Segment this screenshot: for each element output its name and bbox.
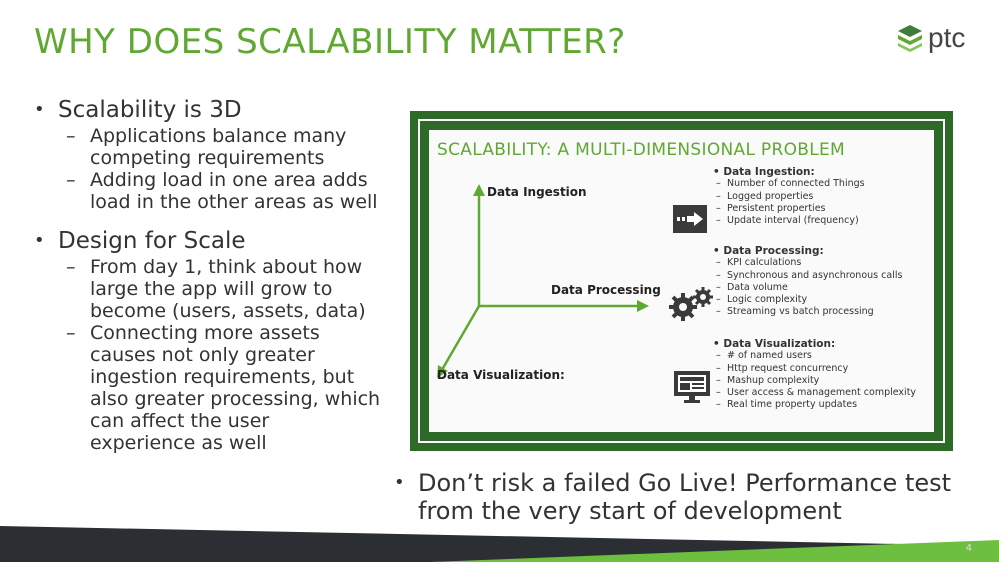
- sub-bullet-line: can affect the user: [90, 410, 270, 432]
- section-data-ingestion: • Data Ingestion: Number of connected Th…: [713, 166, 933, 228]
- section-item: Http request concurrency: [713, 363, 933, 376]
- monitor-icon: [674, 371, 710, 403]
- ptc-logo-icon: [898, 25, 922, 52]
- section-item: User access & management complexity: [713, 387, 933, 400]
- y-axis-arrowhead: [473, 184, 485, 196]
- z-axis-arrowhead: [437, 365, 448, 378]
- section-item: Synchronous and asynchronous calls: [713, 270, 933, 283]
- section-item: Logic complexity: [713, 294, 933, 307]
- axes-diagram: [437, 184, 649, 378]
- footer-band: [0, 526, 999, 562]
- scalability-figure: SCALABILITY: A MULTI-DIMENSIONAL PROBLEM…: [410, 111, 953, 451]
- sub-bullet-line: Connecting more assets: [90, 322, 320, 344]
- sub-bullet-line: Adding load in one area adds: [90, 169, 368, 191]
- section-item: Streaming vs batch processing: [713, 306, 933, 319]
- section-item: Logged properties: [713, 191, 933, 204]
- gears-icon: [669, 287, 713, 321]
- sub-bullet-line: large the app will grow to: [90, 278, 333, 300]
- figure-title: SCALABILITY: A MULTI-DIMENSIONAL PROBLEM: [437, 140, 846, 160]
- axis-label-visualization: Data Visualization:: [437, 368, 565, 382]
- section-item: # of named users: [713, 350, 933, 363]
- sub-bullet-line: Applications balance many: [90, 125, 347, 147]
- section-item: KPI calculations: [713, 257, 933, 270]
- arrow-right-icon: [673, 205, 707, 233]
- section-data-processing: • Data Processing: KPI calculations Sync…: [713, 245, 933, 319]
- sub-bullet-line: experience as well: [90, 432, 267, 454]
- bullet-text: Scalability is 3D: [58, 97, 242, 123]
- bullet-item: •Design for Scale: [34, 228, 246, 254]
- section-item: Number of connected Things: [713, 178, 933, 191]
- sub-bullet-line: load in the other areas as well: [90, 191, 378, 213]
- bottom-bullet-line: from the very start of development: [418, 497, 842, 525]
- sub-bullet-line: become (users, assets, data): [90, 300, 366, 322]
- x-axis-arrowhead: [637, 300, 649, 312]
- z-axis: [441, 305, 481, 369]
- logo-text: ptc: [928, 22, 966, 53]
- page-number: 4: [965, 543, 972, 554]
- bullet-item: •Scalability is 3D: [34, 97, 242, 123]
- bottom-bullet: • Don’t risk a failed Go Live! Performan…: [394, 469, 952, 525]
- sub-bullet-line: ingestion requirements, but: [90, 366, 355, 388]
- slide-title: WHY DOES SCALABILITY MATTER?: [34, 22, 626, 62]
- bottom-bullet-line: Don’t risk a failed Go Live! Performance…: [418, 469, 952, 497]
- footer-green-band: [430, 540, 999, 562]
- axis-label-ingestion: Data Ingestion: [487, 185, 587, 199]
- ptc-logo: ptc: [897, 24, 965, 52]
- sub-bullet-line: From day 1, think about how: [90, 256, 363, 278]
- section-heading: Data Ingestion:: [723, 166, 815, 178]
- section-heading: Data Processing:: [723, 245, 824, 257]
- section-item: Real time property updates: [713, 399, 933, 412]
- axis-label-processing: Data Processing: [551, 283, 661, 297]
- section-item: Persistent properties: [713, 203, 933, 216]
- bullet-text: Design for Scale: [58, 228, 246, 254]
- sub-bullet-line: also greater processing, which: [90, 388, 381, 410]
- section-item: Update interval (frequency): [713, 215, 933, 228]
- sub-bullet-line: causes not only greater: [90, 344, 315, 366]
- figure-panel: SCALABILITY: A MULTI-DIMENSIONAL PROBLEM…: [427, 128, 936, 434]
- sub-bullet-line: competing requirements: [90, 147, 325, 169]
- section-item: Data volume: [713, 282, 933, 295]
- section-data-visualization: • Data Visualization: # of named users H…: [713, 338, 933, 412]
- bullet-list: •Scalability is 3D – Applications balanc…: [34, 96, 404, 454]
- section-item: Mashup complexity: [713, 375, 933, 388]
- section-heading: Data Visualization:: [723, 338, 836, 350]
